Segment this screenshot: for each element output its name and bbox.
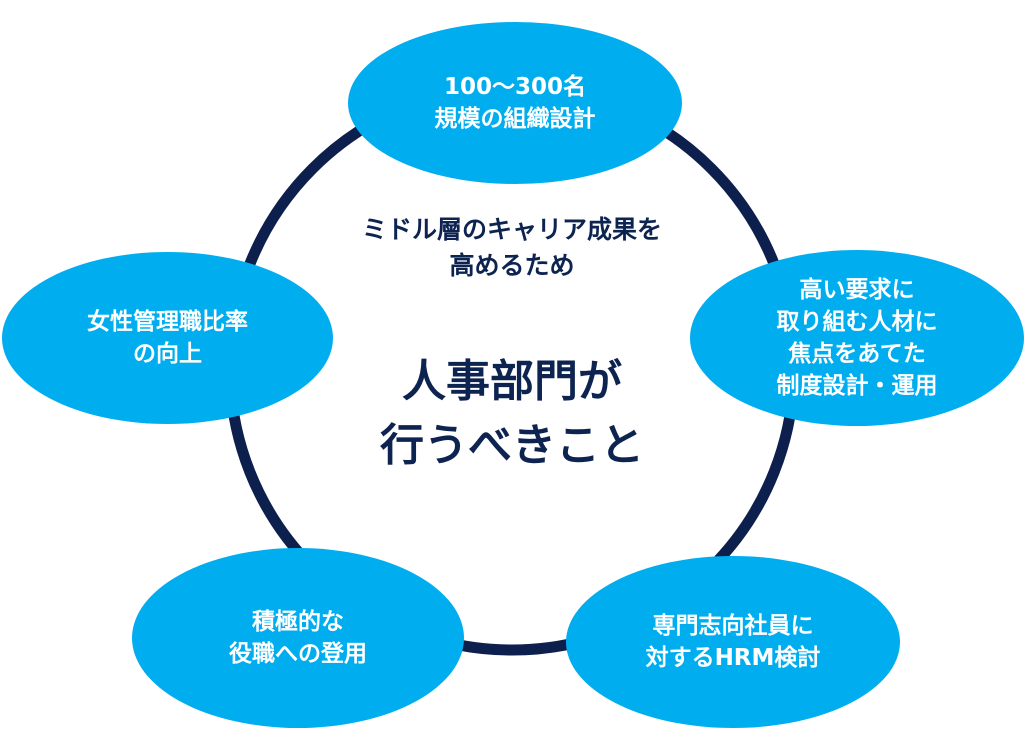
node-line: 役職への登用 [229, 641, 367, 667]
node-women-managers: 女性管理職比率 の向上 [2, 252, 333, 424]
node-promotion-label: 積極的な 役職への登用 [229, 606, 367, 670]
center-title: 人事部門が 行うべきこと [262, 350, 762, 478]
title-line: 人事部門が [402, 356, 622, 407]
node-talent-system: 高い要求に 取り組む人材に 焦点をあてた 制度設計・運用 [690, 250, 1024, 426]
node-org-design: 100〜300名 規模の組織設計 [348, 22, 682, 184]
node-specialist-hrm: 専門志向社員に 対するHRM検討 [566, 556, 900, 728]
node-specialist-hrm-label: 専門志向社員に 対するHRM検討 [646, 610, 821, 674]
center-subtitle: ミドル層のキャリア成果を 高めるため [262, 212, 762, 284]
node-line: 100〜300名 [443, 74, 587, 100]
node-line: 対するHRM検討 [645, 645, 821, 671]
node-org-design-label: 100〜300名 規模の組織設計 [435, 71, 596, 135]
node-women-managers-label: 女性管理職比率 の向上 [87, 306, 248, 370]
node-line: 専門志向社員に [652, 613, 814, 639]
node-line: 高い要求に [799, 277, 915, 303]
node-line: 制度設計・運用 [776, 373, 938, 399]
node-line: の向上 [133, 341, 202, 367]
node-talent-system-label: 高い要求に 取り組む人材に 焦点をあてた 制度設計・運用 [777, 274, 938, 402]
node-line: 焦点をあてた [788, 341, 926, 367]
subtitle-line: 高めるため [449, 251, 575, 280]
title-line: 行うべきこと [380, 420, 644, 471]
node-line: 女性管理職比率 [87, 309, 248, 335]
node-promotion: 積極的な 役職への登用 [132, 548, 464, 728]
node-line: 規模の組織設計 [434, 106, 596, 132]
node-line: 積極的な [252, 609, 344, 635]
subtitle-line: ミドル層のキャリア成果を [361, 215, 662, 244]
node-line: 取り組む人材に [776, 309, 938, 335]
